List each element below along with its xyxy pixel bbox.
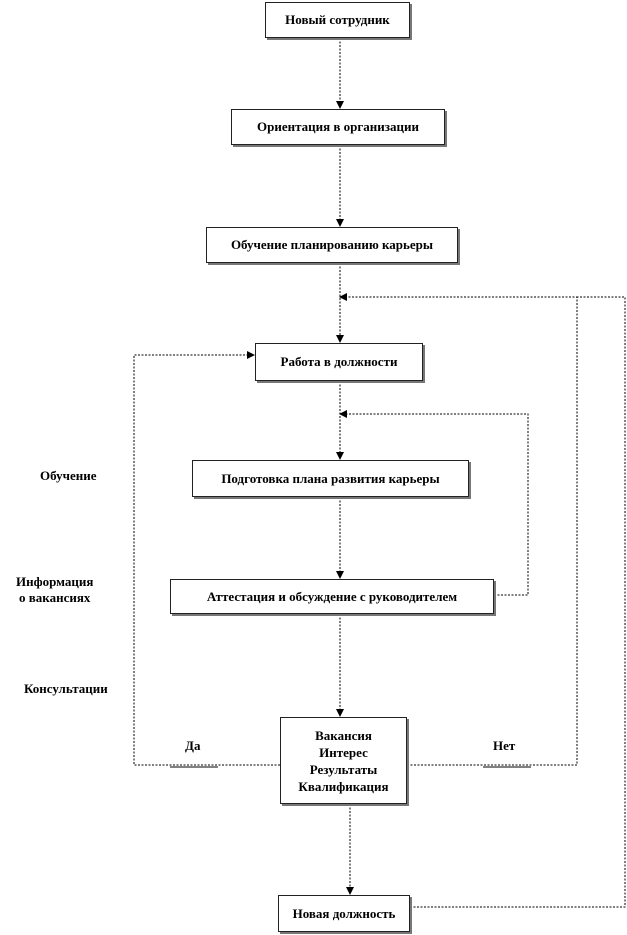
new-position-box: Новая должность xyxy=(278,895,410,932)
appraisal-box: Аттестация и обсуждение с руководителем xyxy=(170,579,494,614)
loop-no-branch xyxy=(339,293,578,766)
label-consultations: Консультации xyxy=(24,681,108,696)
label-training: Обучение xyxy=(40,468,97,483)
job-work-box: Работа в должности xyxy=(255,343,423,381)
label-no: Нет xyxy=(493,738,516,753)
loop-yes-branch xyxy=(133,351,280,766)
criterion-results: Результаты xyxy=(309,761,378,777)
criterion-qualification: Квалификация xyxy=(298,778,389,794)
career-plan-box: Подготовка плана развития карьеры xyxy=(192,460,469,497)
label-vacancy-info-line1: Информация xyxy=(16,574,94,589)
criterion-vacancy: Вакансия xyxy=(315,727,372,743)
career-training-box: Обучение планированию карьеры xyxy=(206,227,458,263)
orientation-box: Ориентация в организации xyxy=(231,109,445,145)
criterion-interest: Интерес xyxy=(319,744,368,760)
decision-box: Вакансия Интерес Результаты Квалификация xyxy=(280,717,407,804)
label-vacancy-info-line2: о вакансиях xyxy=(19,590,91,605)
loop-new-position xyxy=(410,296,626,908)
new-employee-box: Новый сотрудник xyxy=(265,2,410,38)
label-vacancy-info: Информация о вакансиях xyxy=(16,574,93,606)
label-yes: Да xyxy=(185,738,201,753)
loop-appraisal-feedback xyxy=(339,410,529,596)
